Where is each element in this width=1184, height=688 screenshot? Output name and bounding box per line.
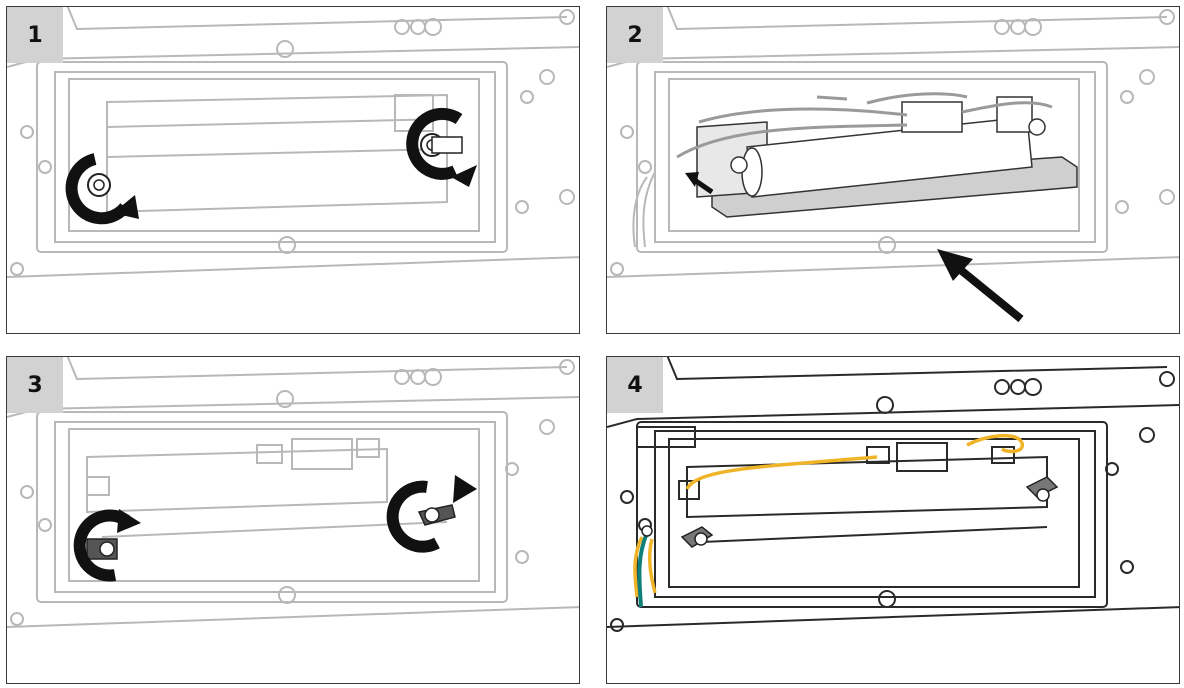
step-number-badge: 1 [7,7,63,63]
rotate-arrow-icon [73,509,131,582]
screw-icon [694,532,708,546]
step-panel-3: 3 [6,356,580,684]
step-3-illustration [7,357,579,628]
step-2-illustration [607,7,1179,323]
step-number-badge: 4 [607,357,663,413]
screw-icon [424,507,440,523]
step-1-illustration [7,7,579,278]
rotate-arrow-icon [386,480,440,553]
push-arrow-icon [954,263,1024,323]
screw-icon [99,541,115,557]
step-number-badge: 2 [607,7,663,63]
step-panel-1: 1 [6,6,580,334]
screw-icon [87,173,111,197]
step-panel-2: 2 [606,6,1180,334]
rotate-arrow-icon [406,107,463,180]
rotate-arrow-icon [65,153,130,225]
screw-icon [420,133,463,157]
step-number-badge: 3 [7,357,63,413]
step-4-illustration [607,357,1179,632]
screw-icon [1036,488,1050,502]
step-panel-4: 4 [606,356,1180,684]
